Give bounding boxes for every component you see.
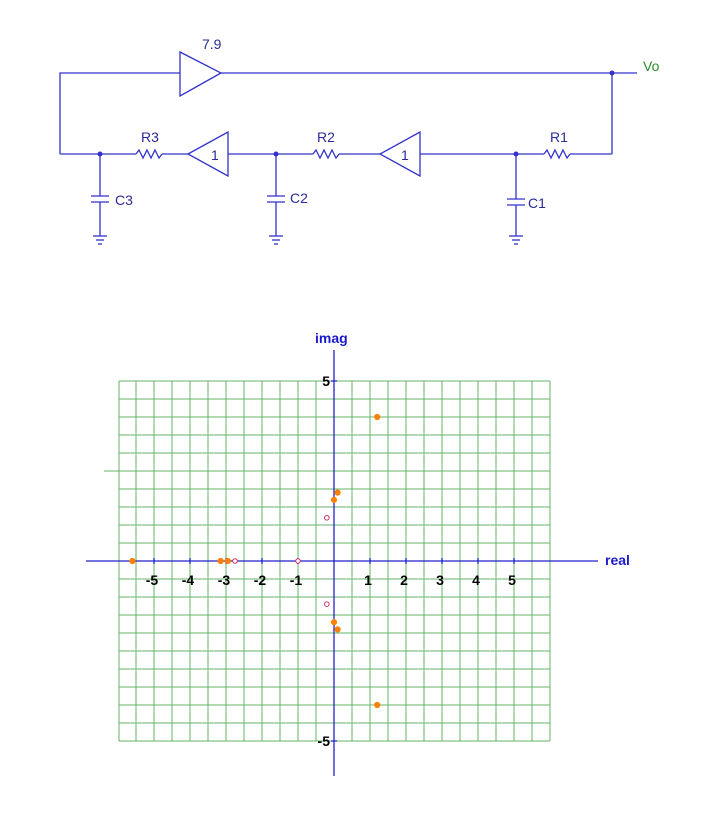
x-axis-label: real <box>605 552 630 568</box>
resistor-r2 <box>312 148 340 160</box>
x-tick-label: -4 <box>182 572 195 588</box>
x-tick-label: -5 <box>146 572 159 588</box>
x-tick-label: 4 <box>472 572 480 588</box>
label-c3: C3 <box>115 192 133 208</box>
label-r3: R3 <box>141 129 159 145</box>
buffer-2 <box>378 130 421 178</box>
label-c1: C1 <box>528 195 546 211</box>
x-tick-label: -1 <box>290 572 303 588</box>
x-tick-label: -2 <box>254 572 267 588</box>
y-tick-label: -5 <box>318 733 331 749</box>
gain-label: 7.9 <box>202 36 222 52</box>
plot-points <box>129 413 381 709</box>
zero-marker <box>295 558 301 564</box>
circuit-schematic: 7.9 Vo R3 1 R2 1 R1 <box>59 36 660 245</box>
capacitor-c2 <box>267 154 285 245</box>
pole-marker <box>224 557 231 565</box>
pole-zero-plot: -5 -4 -3 -2 -1 1 2 3 4 5 5 -5 real imag <box>86 330 630 776</box>
zero-marker <box>324 515 330 521</box>
resistor-r1 <box>543 148 571 160</box>
x-tick-label: 3 <box>436 572 444 588</box>
plot-axes <box>86 350 598 776</box>
pole-marker <box>374 701 381 709</box>
buffer-1 <box>186 130 229 178</box>
pole-marker <box>334 626 341 633</box>
label-r1: R1 <box>550 129 568 145</box>
capacitor-c3 <box>91 154 109 245</box>
buffer-1-label: 1 <box>211 147 219 163</box>
pole-marker <box>217 557 224 565</box>
plot-tick-labels: -5 -4 -3 -2 -1 1 2 3 4 5 5 -5 <box>146 373 516 749</box>
zero-marker <box>232 558 238 564</box>
capacitor-c1 <box>507 154 525 245</box>
resistor-r3 <box>135 148 163 160</box>
pole-marker <box>330 496 338 503</box>
x-tick-label: 5 <box>508 572 516 588</box>
feedback-left-wire <box>59 72 180 154</box>
pole-marker <box>129 557 136 565</box>
x-tick-label: -3 <box>218 572 231 588</box>
y-tick-label: 5 <box>322 373 330 389</box>
pole-marker <box>334 489 341 496</box>
x-tick-label: 2 <box>400 572 408 588</box>
x-tick-label: 1 <box>364 572 372 588</box>
pole-marker <box>374 413 381 421</box>
output-label: Vo <box>643 58 660 74</box>
zero-marker <box>324 601 330 608</box>
y-axis-label: imag <box>315 330 348 346</box>
label-r2: R2 <box>317 129 335 145</box>
label-c2: C2 <box>290 190 308 206</box>
gain-amplifier <box>179 50 223 98</box>
pole-marker <box>330 619 338 626</box>
buffer-2-label: 1 <box>401 147 409 163</box>
